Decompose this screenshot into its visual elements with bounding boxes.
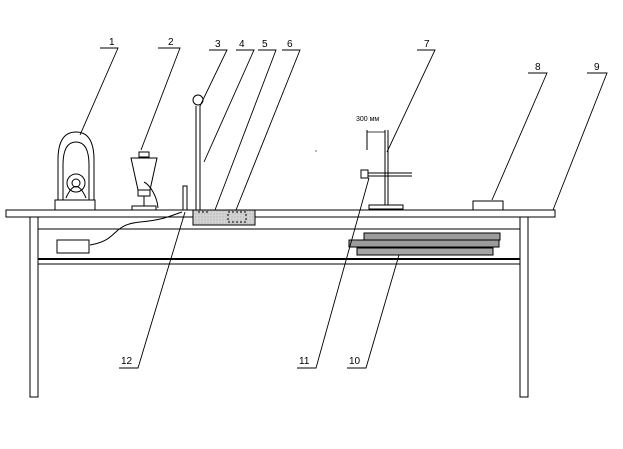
sample-tray bbox=[192, 209, 256, 226]
callout-1: 1 bbox=[109, 37, 115, 48]
callout-6: 6 bbox=[287, 39, 293, 50]
callout-3: 3 bbox=[215, 39, 221, 50]
callout-5: 5 bbox=[262, 39, 268, 50]
cable bbox=[89, 181, 183, 246]
callout-4: 4 bbox=[239, 39, 245, 50]
callout-12: 12 bbox=[121, 356, 133, 367]
callout-7: 7 bbox=[424, 39, 430, 50]
funnel-hopper bbox=[130, 151, 158, 211]
measuring-stand bbox=[360, 130, 412, 210]
stray-dot bbox=[315, 150, 317, 152]
table-leg-right bbox=[519, 216, 529, 398]
flat-block bbox=[472, 200, 504, 211]
vertical-post bbox=[182, 185, 188, 211]
callout-10: 10 bbox=[349, 356, 361, 367]
control-box bbox=[56, 239, 90, 254]
table-frame bbox=[29, 216, 528, 230]
probe-rod bbox=[192, 94, 204, 210]
leader-lines bbox=[79, 47, 608, 369]
callout-2: 2 bbox=[168, 37, 174, 48]
callout-8: 8 bbox=[535, 62, 541, 73]
dimension-label: 300 мм bbox=[356, 116, 379, 123]
plate-stack bbox=[348, 232, 501, 256]
table-leg-left bbox=[29, 216, 39, 398]
callout-9: 9 bbox=[594, 62, 600, 73]
table-top bbox=[5, 209, 556, 218]
callout-11: 11 bbox=[299, 356, 310, 367]
callout-labels: 1 2 3 4 5 6 7 8 9 10 11 12 bbox=[109, 37, 600, 367]
fan-unit bbox=[54, 131, 96, 211]
